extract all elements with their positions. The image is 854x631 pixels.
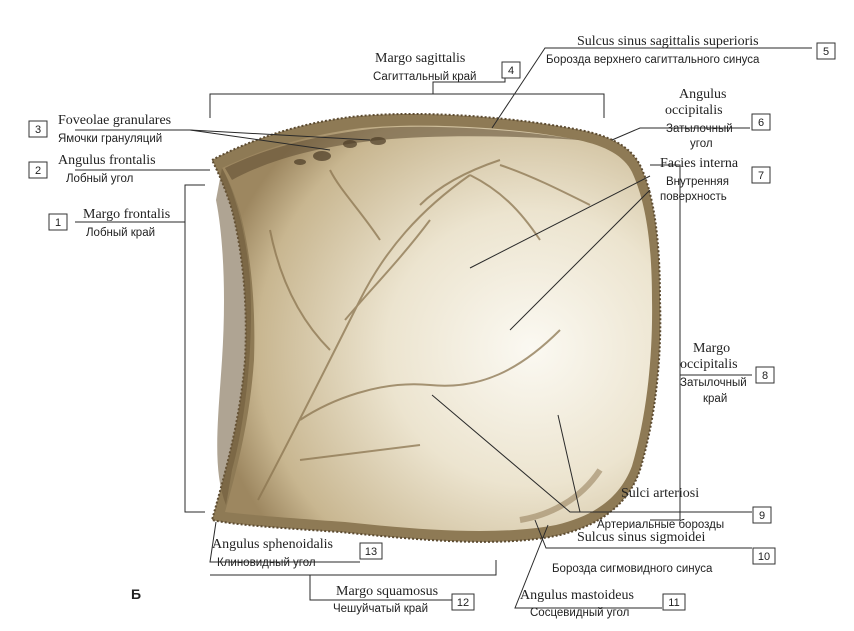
parietal-bone-illustration	[210, 112, 662, 543]
label-number: 2	[35, 165, 41, 177]
label-10: Sulcus sinus sigmoidei Борозда сигмовидн…	[552, 530, 776, 575]
label-number-box	[359, 542, 383, 560]
label-number: 13	[365, 546, 377, 558]
label-latin: Margo squamosus	[336, 584, 438, 599]
sigmoid-sinus-groove	[519, 468, 603, 523]
label-number: 7	[758, 170, 764, 182]
label-6: Angulus occipitalis Затылочный угол 6	[665, 87, 771, 150]
label-number: 12	[457, 597, 469, 609]
label-russian: Артериальные борозды	[597, 519, 724, 531]
label-russian: край	[703, 393, 727, 405]
label-number-box	[451, 593, 475, 611]
label-latin: Angulus frontalis	[58, 153, 156, 168]
label-number-box	[662, 593, 686, 611]
label-russian: Лобный край	[86, 227, 155, 239]
label-number-box	[28, 120, 48, 138]
label-number: 1	[55, 217, 61, 229]
label-number: 9	[759, 510, 765, 522]
label-latin: Facies interna	[660, 156, 739, 171]
label-latin: Foveolae granulares	[58, 113, 171, 128]
label-russian: Затылочный	[680, 377, 747, 389]
label-russian: Клиновидный угол	[217, 557, 316, 569]
label-latin: Sulcus sinus sagittalis superioris	[577, 34, 759, 49]
label-number: 4	[508, 65, 514, 77]
label-latin: Margo frontalis	[83, 207, 170, 222]
label-2: 2 Angulus frontalis Лобный угол	[28, 153, 156, 185]
sagittal-rim-shadow	[225, 126, 580, 180]
label-russian: Внутренняя	[666, 176, 729, 188]
label-5: Sulcus sinus sagittalis superioris Бороз…	[546, 34, 836, 66]
label-number: 10	[758, 551, 770, 563]
label-number-box	[28, 161, 48, 179]
label-latin: occipitalis	[665, 103, 723, 118]
label-number: 8	[762, 370, 768, 382]
leader-lines	[75, 47, 812, 609]
label-latin: Angulus sphenoidalis	[212, 537, 333, 552]
label-8: Margo occipitalis Затылочный край 8	[680, 341, 775, 405]
label-11: Angulus mastoideus Сосцевидный угол 11	[520, 588, 686, 619]
granular-foveolae	[294, 137, 386, 165]
label-russian: Сагиттальный край	[373, 71, 476, 83]
label-latin: Angulus	[679, 87, 726, 102]
label-number-box	[752, 506, 772, 524]
label-russian: Борозда верхнего сагиттального синуса	[546, 54, 760, 66]
panel-letter: Б	[131, 586, 141, 602]
label-number: 6	[758, 117, 764, 129]
bone-internal-surface	[222, 125, 653, 532]
label-russian: поверхность	[660, 191, 727, 203]
label-russian: Затылочный	[666, 123, 733, 135]
label-latin: occipitalis	[680, 357, 738, 372]
label-number-box	[755, 366, 775, 384]
label-latin: Margo sagittalis	[375, 51, 465, 66]
label-russian: Борозда сигмовидного синуса	[552, 563, 713, 575]
label-7: Facies interna Внутренняя поверхность 7	[660, 156, 771, 203]
label-4: Margo sagittalis Сагиттальный край 4	[373, 51, 521, 83]
arterial-grooves	[257, 159, 591, 501]
frontal-rim-shadow	[216, 168, 252, 505]
label-russian: Лобный угол	[66, 173, 133, 185]
label-number: 11	[668, 597, 679, 609]
label-number-box	[48, 213, 68, 231]
label-latin: Angulus mastoideus	[520, 588, 634, 603]
label-russian: Ямочки грануляций	[58, 133, 162, 145]
label-3: 3 Foveolae granulares Ямочки грануляций	[28, 113, 171, 145]
label-12: Margo squamosus Чешуйчатый край 12	[333, 584, 475, 615]
label-russian: Чешуйчатый край	[333, 603, 428, 615]
label-9: Sulci arteriosi Артериальные борозды 9	[597, 486, 772, 531]
label-number: 5	[823, 46, 829, 58]
label-13: Angulus sphenoidalis Клиновидный угол 13	[212, 537, 383, 569]
label-1: 1 Margo frontalis Лобный край	[48, 207, 170, 239]
label-russian: угол	[690, 138, 713, 150]
label-number-box	[751, 113, 771, 131]
label-number-box	[816, 42, 836, 60]
label-russian: Сосцевидный угол	[530, 607, 629, 619]
label-latin: Sulci arteriosi	[621, 486, 699, 501]
label-number-box	[751, 166, 771, 184]
label-number-box	[752, 547, 776, 565]
label-latin: Margo	[693, 341, 730, 356]
label-number-box	[501, 61, 521, 79]
label-number: 3	[35, 124, 41, 136]
label-latin: Sulcus sinus sigmoidei	[577, 530, 705, 545]
